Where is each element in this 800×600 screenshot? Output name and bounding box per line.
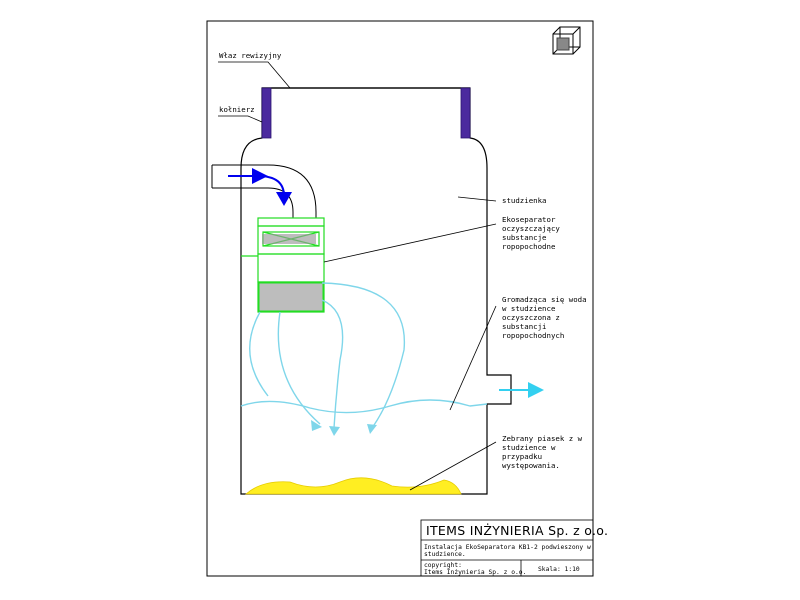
- inlet-arrow: [228, 168, 292, 206]
- separator-filter: [258, 282, 324, 312]
- collar-left: [261, 87, 272, 139]
- label-manhole: Właz rewizyjny: [219, 51, 282, 60]
- copyright-label: copyright:: [424, 562, 462, 569]
- label-well: studzienka: [502, 196, 547, 205]
- cube-icon: [552, 26, 581, 55]
- drawing-description: Instalacja EkoSeparatora KB1-2 podwieszo…: [424, 544, 591, 551]
- drawing-description-2: studzience.: [424, 551, 466, 558]
- copyright-holder: Items Inżynieria Sp. z o.o.: [424, 569, 526, 576]
- water-flow: [240, 282, 488, 429]
- flow-arrowheads: [311, 420, 377, 436]
- leader-lines: [218, 61, 497, 491]
- collar-right: [460, 87, 471, 139]
- outlet-arrow: [499, 382, 544, 398]
- svg-text:Gromadząca się woda: Gromadząca się woda: [502, 295, 587, 304]
- company-name: ITEMS INŻYNIERIA Sp. z o.o.: [426, 523, 608, 538]
- label-water: Gromadząca się woda w studzience oczyszc…: [502, 295, 587, 340]
- svg-text:studzience w: studzience w: [502, 443, 556, 452]
- svg-text:przypadku: przypadku: [502, 452, 542, 461]
- svg-text:ropopochodne: ropopochodne: [502, 242, 556, 251]
- scale-label: Skala: 1:10: [538, 566, 580, 573]
- svg-text:substancje: substancje: [502, 233, 547, 242]
- label-separator: Ekoseparator oczyszczający substancje ro…: [502, 215, 560, 251]
- svg-text:ropopochodnych: ropopochodnych: [502, 331, 564, 340]
- svg-text:oczyszczający: oczyszczający: [502, 224, 560, 233]
- inlet-pipe: [211, 164, 317, 218]
- title-block: [420, 519, 594, 577]
- drawing-frame: [206, 20, 594, 577]
- label-collar: kołnierz: [219, 105, 255, 114]
- label-sand: Zebrany piasek z w studzience w przypadk…: [502, 434, 583, 470]
- svg-text:Zebrany piasek z w: Zebrany piasek z w: [502, 434, 583, 443]
- svg-text:substancji: substancji: [502, 322, 547, 331]
- separator-mesh: [262, 234, 316, 244]
- svg-text:występowania.: występowania.: [502, 461, 560, 470]
- sand-deposit: [244, 477, 462, 495]
- svg-text:oczyszczona z: oczyszczona z: [502, 313, 560, 322]
- svg-text:w studzience: w studzience: [502, 304, 556, 313]
- svg-text:Ekoseparator: Ekoseparator: [502, 215, 556, 224]
